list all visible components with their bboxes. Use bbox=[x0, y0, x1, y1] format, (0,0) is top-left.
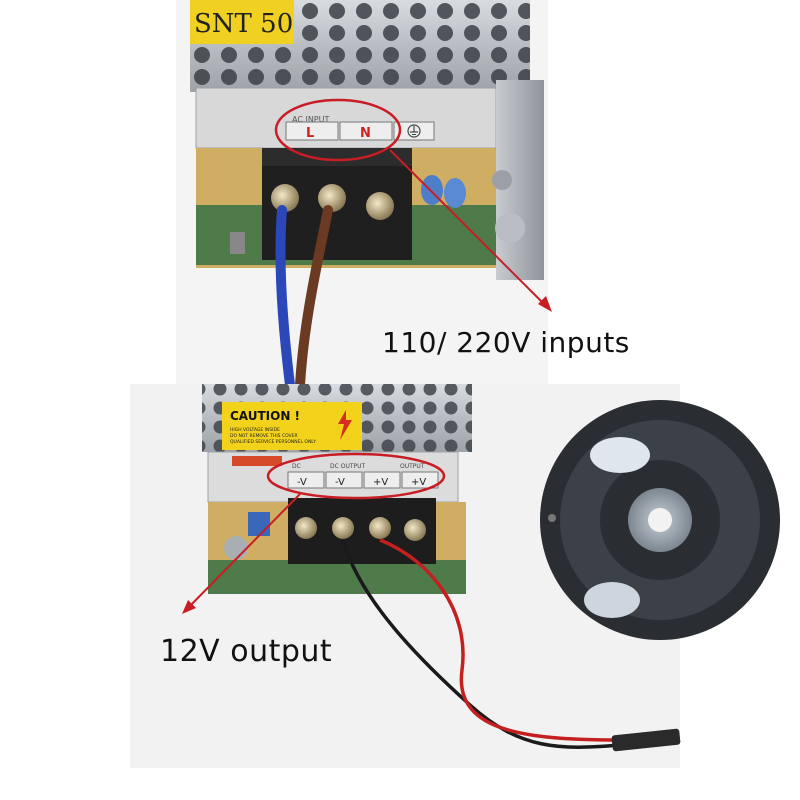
reel-center-hole bbox=[648, 508, 672, 532]
output-header-left: DC bbox=[292, 463, 301, 470]
top-photo: SNT 50 AC INPUT L N bbox=[176, 0, 552, 390]
bottom-psu-red-strip bbox=[232, 456, 282, 466]
top-psu-side-screw-2 bbox=[492, 170, 512, 190]
output-header-mid: DC OUTPUT bbox=[330, 463, 366, 470]
bottom-psu-pcb-green bbox=[208, 560, 466, 594]
red-output-wire bbox=[379, 538, 621, 742]
top-psu-sticker bbox=[190, 0, 294, 44]
ac-input-header: AC INPUT bbox=[292, 115, 329, 124]
top-psu-side-screw bbox=[495, 213, 525, 243]
bottom-psu-side-screw bbox=[224, 536, 248, 560]
output-callout-label: 12V output bbox=[160, 634, 333, 669]
led-strip-reel bbox=[540, 400, 780, 640]
output-terminal-box-2 bbox=[325, 471, 363, 489]
reel-hole bbox=[548, 514, 556, 522]
output-terminal-screw-3 bbox=[369, 517, 391, 539]
output-terminal-label-4: +V bbox=[411, 477, 426, 488]
caution-line-1: HIGH VOLTAGE INSIDE bbox=[230, 427, 280, 433]
lightning-icon bbox=[338, 410, 352, 440]
output-terminal-box-4 bbox=[401, 471, 439, 489]
terminal-label-box-l bbox=[285, 121, 339, 141]
led-strip-connector bbox=[611, 728, 681, 752]
input-callout-arrowhead bbox=[538, 296, 552, 312]
caution-title: CAUTION ! bbox=[230, 409, 300, 423]
output-callout-line bbox=[185, 493, 301, 611]
output-terminal-screw-1 bbox=[295, 517, 317, 539]
output-terminal-box-1 bbox=[287, 471, 325, 489]
terminal-label-box-n bbox=[339, 121, 393, 141]
caution-sticker bbox=[222, 402, 362, 450]
output-header-right: OUTPUT bbox=[400, 463, 425, 470]
blue-wire bbox=[275, 205, 295, 390]
top-psu-capacitor-2 bbox=[444, 178, 466, 208]
terminal-screw-n bbox=[318, 184, 346, 212]
input-callout-label: 110/ 220V inputs bbox=[382, 326, 630, 359]
brown-wire bbox=[295, 205, 333, 390]
terminal-screw-l bbox=[271, 184, 299, 212]
ground-icon bbox=[407, 124, 421, 138]
caution-line-3: QUALIFIED SERVICE PERSONNEL ONLY bbox=[230, 439, 316, 445]
terminal-label-l: L bbox=[306, 126, 314, 141]
bottom-psu-capacitor bbox=[248, 512, 270, 536]
caution-line-2: DO NOT REMOVE THIS COVER bbox=[230, 433, 298, 439]
terminal-label-n: N bbox=[360, 126, 371, 141]
output-terminal-label-2: -V bbox=[335, 477, 345, 488]
output-terminal-box-3 bbox=[363, 471, 401, 489]
output-terminal-screw-2 bbox=[332, 517, 354, 539]
output-callout-circle bbox=[266, 452, 446, 500]
bottom-photo: CAUTION ! HIGH VOLTAGE INSIDE DO NOT REM… bbox=[130, 384, 780, 768]
output-terminal-label-1: -V bbox=[297, 477, 307, 488]
input-callout-line bbox=[389, 149, 549, 309]
top-psu-mounting-screw bbox=[230, 232, 245, 254]
top-psu-sticker-text: SNT 50 bbox=[194, 9, 293, 39]
terminal-screw-ground bbox=[366, 192, 394, 220]
output-terminal-screw-4 bbox=[404, 519, 426, 541]
reel-window-2 bbox=[584, 582, 640, 618]
output-callout-arrowhead bbox=[182, 600, 196, 614]
input-callout-circle bbox=[274, 98, 402, 162]
output-terminal-label-3: +V bbox=[373, 477, 388, 488]
reel-window-1 bbox=[590, 437, 650, 473]
